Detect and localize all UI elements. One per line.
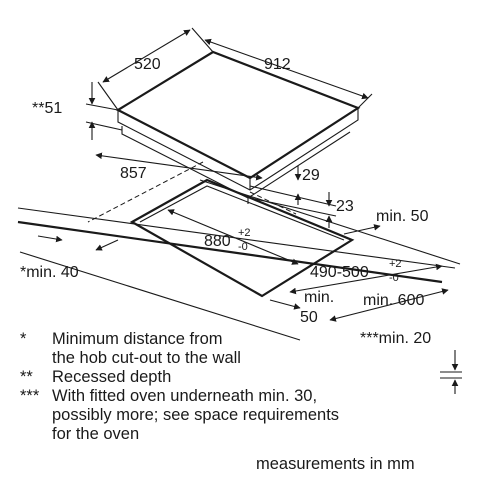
legend-mark: *	[20, 330, 27, 348]
svg-text:+2: +2	[238, 227, 251, 239]
svg-text:490-500: 490-500	[310, 264, 369, 281]
svg-text:-0: -0	[389, 272, 399, 284]
dim-cutout-offset: 857	[120, 165, 147, 182]
legend-text-line: Recessed depth	[52, 368, 172, 386]
dim-min-50-front-line2: 50	[300, 309, 318, 326]
legend-mark: ***	[20, 387, 40, 405]
dimension-lines	[37, 27, 462, 394]
dim-recessed-depth: **51	[32, 100, 62, 117]
legend-mark: **	[20, 368, 33, 386]
dim-min-20: ***min. 20	[360, 330, 431, 347]
dim-min-40-wall: *min. 40	[20, 264, 79, 281]
svg-text:-0: -0	[238, 241, 248, 253]
dim-min-50-front-line1: min.	[304, 289, 334, 306]
legend-text-line: for the oven	[52, 425, 140, 443]
units-note: measurements in mm	[256, 455, 415, 473]
footnote-legend: * Minimum distance from the hob cut-out …	[0, 330, 500, 444]
dim-cutout-depth: 490-500 +2 -0	[310, 258, 402, 284]
svg-text:+2: +2	[389, 258, 402, 270]
legend-item: *** With fitted oven underneath min. 30,…	[0, 387, 500, 444]
legend-text-line: possibly more; see space requirements	[52, 406, 340, 424]
legend-item: * Minimum distance from the hob cut-out …	[0, 330, 500, 368]
legend-item: ** Recessed depth	[0, 368, 500, 387]
legend-text-line: With fitted oven underneath min. 30,	[52, 387, 318, 405]
dim-depth-top: 912	[264, 56, 291, 73]
dim-min-50-right: min. 50	[376, 208, 429, 225]
dim-lip: 23	[336, 198, 354, 215]
dim-hob-thickness: 29	[302, 167, 320, 184]
legend-text-line: the hob cut-out to the wall	[52, 349, 241, 367]
dim-width-top: 520	[134, 56, 161, 73]
dim-cutout-width: 880 +2 -0	[204, 227, 251, 253]
svg-text:880: 880	[204, 233, 231, 250]
dim-min-600: min. 600	[363, 292, 424, 309]
legend-text-line: Minimum distance from	[52, 330, 223, 348]
